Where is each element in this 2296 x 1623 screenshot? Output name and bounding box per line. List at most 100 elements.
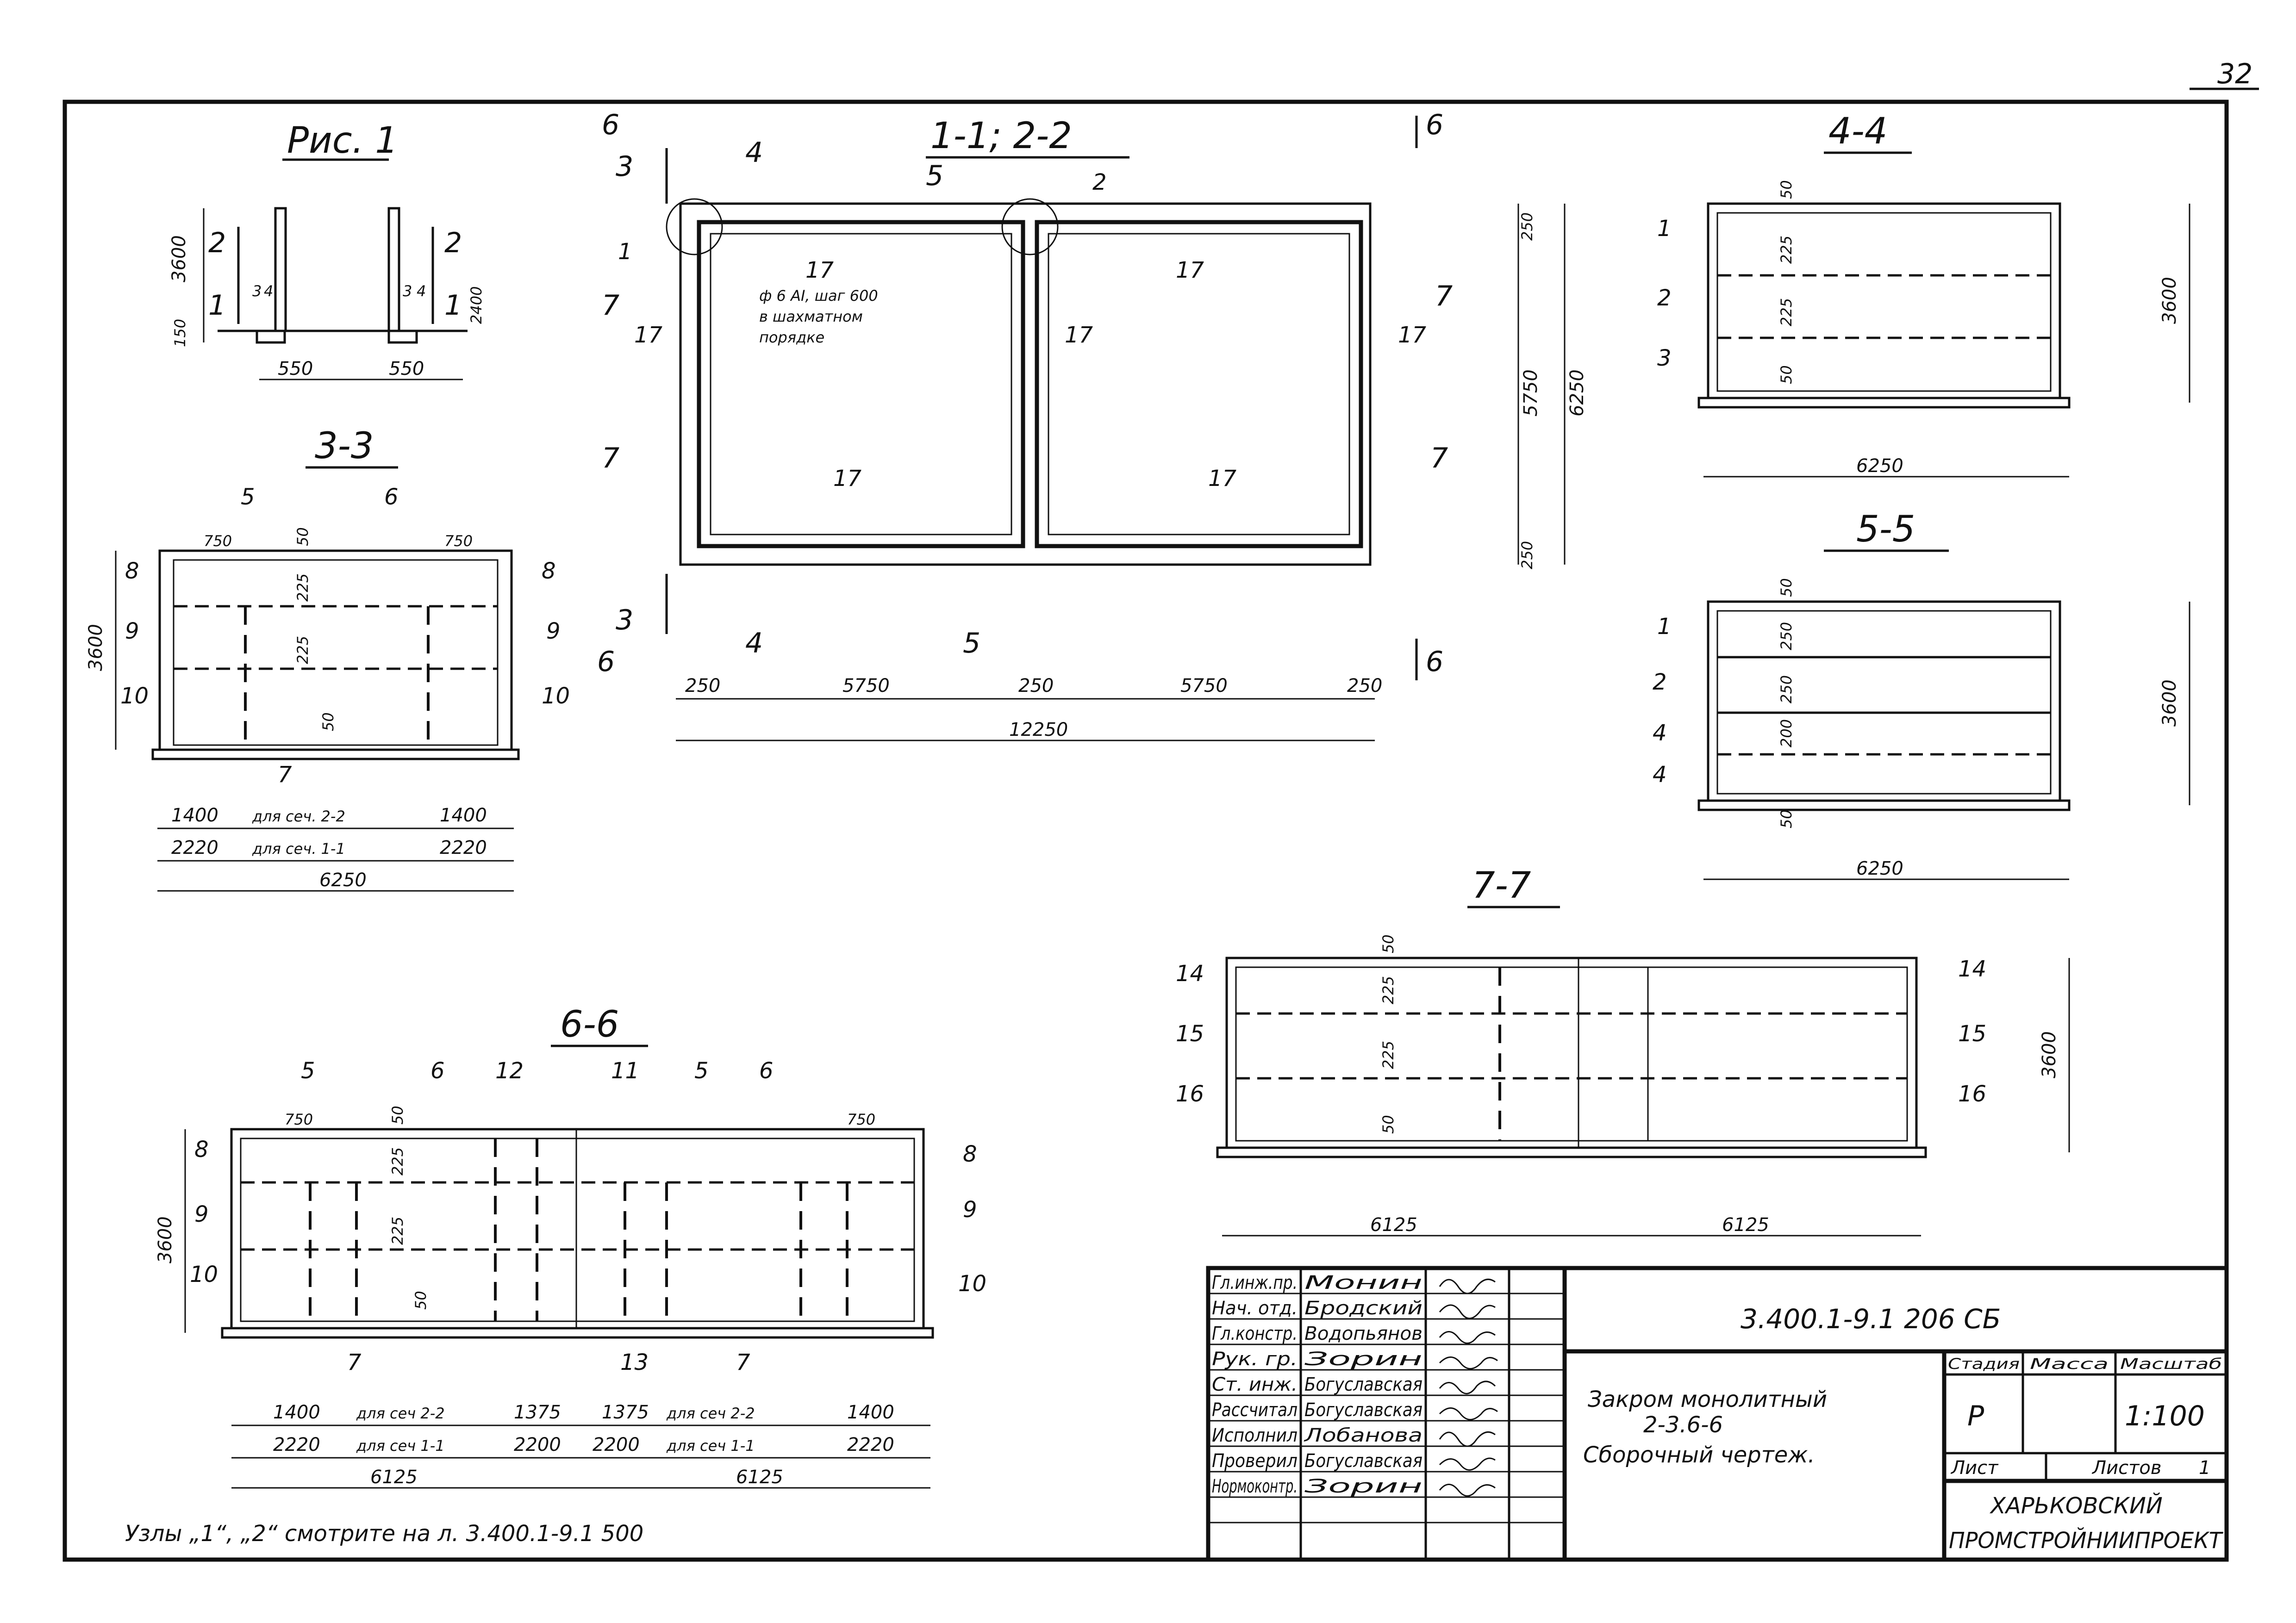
s77-dim-50-b: 50 (1379, 1115, 1397, 1134)
s33-row1-b: для сеч. 2-2 (252, 808, 345, 825)
s66-row2-d: 2200 (593, 1434, 640, 1455)
s33-label-8-left: 8 (125, 558, 139, 584)
s44-label-3: 3 (1657, 345, 1672, 371)
tb-role-8: Нормоконтр. (1212, 1476, 1298, 1497)
s66-dim-50-bottom: 50 (412, 1291, 430, 1310)
s66-label-9-right: 9 (963, 1197, 977, 1223)
s33-inner (173, 559, 499, 746)
fig1-dim-right: 2400 (468, 286, 485, 324)
tb-frame (1206, 1266, 2229, 1562)
s66-row2-e: для сеч 1-1 (666, 1437, 755, 1455)
tb-role-1: Нач. отд. (1212, 1298, 1298, 1319)
s44-dim-50-a: 50 (1778, 180, 1795, 199)
s55-dim-200: 200 (1778, 719, 1795, 747)
plan-dim-250-b: 250 (1018, 675, 1054, 696)
plan-pos-17-g: 17 (1208, 466, 1237, 491)
fig1-dim-height: 3600 (168, 235, 190, 282)
plan-mark-5-top: 5 (926, 160, 943, 192)
plan-note-1: ф 6 АI, шаг 600 (759, 287, 878, 305)
tb-signature-4 (1439, 1380, 1496, 1394)
s66-label-7b: 7 (736, 1349, 750, 1375)
section-5-5-group: 5-5 1 2 4 4 50 250 250 200 50 3600 6250 (1653, 509, 2190, 880)
plan-dim-250-c: 250 (1347, 675, 1382, 696)
s77-dim-225-b: 225 (1379, 1041, 1397, 1069)
s77-label-15-left: 15 (1176, 1021, 1204, 1047)
fig1-cut-1-left: 1 (208, 289, 226, 322)
tb-stage-val: Р (1967, 1400, 1984, 1432)
s77-label-15-right: 15 (1958, 1021, 1986, 1047)
s44-width: 6250 (1856, 455, 1903, 477)
s33-label-7: 7 (278, 762, 292, 788)
s55-width: 6250 (1856, 858, 1903, 879)
s66-row1-b: для сеч 2-2 (356, 1405, 445, 1422)
plan-dim-5750-a: 5750 (842, 675, 890, 696)
s66-row1-f: 1400 (847, 1402, 894, 1423)
plan-dim-right-250-b: 250 (1518, 541, 1536, 569)
s66-label-5b: 5 (694, 1058, 709, 1084)
fig1-wall-right (387, 207, 400, 332)
s66-row2-a: 2220 (273, 1434, 320, 1455)
s66-row1-c: 1375 (514, 1402, 561, 1423)
s66-label-8-left: 8 (194, 1137, 209, 1163)
nodes-note: Узлы „1“, „2“ смотрите на л. 3.400.1-9.1… (125, 1521, 643, 1547)
s66-label-10-right: 10 (958, 1271, 986, 1297)
s33-total: 6250 (319, 870, 367, 891)
plan-dim-right-250-a: 250 (1518, 212, 1536, 241)
fig1-cut-2-right: 2 (444, 227, 462, 259)
plan-pos-17-c: 17 (634, 322, 663, 348)
tb-role-4: Ст. инж. (1212, 1374, 1298, 1395)
fig1-base-left (256, 330, 286, 344)
s77-width-a: 6125 (1370, 1214, 1417, 1236)
tb-signature-2 (1439, 1331, 1496, 1344)
s33-height: 3600 (85, 624, 106, 671)
plan-1-1-group: 1-1; 2-2 1 2 17 17 17 17 17 17 17 ф 6 АI… (597, 109, 1588, 741)
plan-pos-17-a: 17 (805, 257, 834, 283)
s44-dim-225-a: 225 (1778, 236, 1795, 264)
section-4-4-group: 4-4 1 2 3 50 225 225 50 3600 6250 (1657, 111, 2190, 478)
s66-dim-225-b: 225 (389, 1217, 406, 1245)
s66-label-6b: 6 (759, 1058, 774, 1084)
tb-role-5: Рассчитал (1212, 1399, 1298, 1421)
s55-inner (1716, 610, 2052, 795)
plan-dim-total: 12250 (1009, 719, 1068, 740)
plan-title: 1-1; 2-2 (930, 115, 1072, 157)
plan-mark-4-bot: 4 (745, 627, 763, 659)
plan-outer (679, 202, 1372, 566)
tb-hdr-scale: Масштаб (2120, 1355, 2222, 1373)
s44-label-1: 1 (1657, 216, 1672, 242)
s33-row1-c: 1400 (440, 805, 487, 826)
s33-dim-750-right: 750 (444, 532, 473, 550)
s44-dim-50-b: 50 (1778, 365, 1795, 384)
s33-label-10-right: 10 (542, 683, 570, 709)
s55-label-4a: 4 (1653, 720, 1667, 746)
tb-org-2: ПРОМСТРОЙНИИПРОЕКТ (1949, 1527, 2224, 1554)
tb-hdr-mass: Масса (2030, 1355, 2109, 1373)
s33-label-9-right: 9 (546, 618, 561, 644)
tb-name-2: Водопьянов (1304, 1323, 1423, 1344)
tb-role-7: Проверил (1212, 1450, 1298, 1472)
plan-pos-17-f: 17 (833, 466, 862, 491)
fig1-group: Рис. 1 3600 150 2 1 2 1 3 4 3 4 2400 550… (168, 120, 485, 380)
plan-note-2: в шахматном (759, 308, 863, 325)
s33-dim-750-left: 750 (204, 532, 232, 550)
plan-pos-17-d: 17 (1065, 322, 1093, 348)
tb-signature-7 (1439, 1457, 1496, 1471)
s33-dim-50-top: 50 (294, 527, 312, 546)
tb-signature-1 (1439, 1304, 1496, 1319)
sheet-frame (62, 99, 2229, 1562)
fig1-dim-right-w: 550 (389, 358, 424, 379)
fig1-mark-4: 4 (264, 282, 273, 300)
s55-label-2: 2 (1653, 669, 1667, 695)
section-7-7-group: 7-7 14 15 16 14 15 16 50 225 225 50 3600… (1176, 865, 2070, 1237)
s55-height: 3600 (2159, 679, 2180, 727)
s66-title: 6-6 (560, 1004, 619, 1045)
s55-dim-50-b: 50 (1778, 809, 1795, 828)
s66-height: 3600 (155, 1216, 176, 1263)
s66-total-b: 6125 (736, 1467, 783, 1488)
tb-name-3: Зорин (1304, 1349, 1423, 1370)
s66-dim-750-right: 750 (847, 1111, 875, 1128)
node-1-circle (666, 198, 723, 255)
s66-row2-c: 2200 (514, 1434, 561, 1455)
plan-mark-5-bot: 5 (963, 627, 980, 659)
fig1-dim-left-w: 550 (278, 358, 313, 379)
